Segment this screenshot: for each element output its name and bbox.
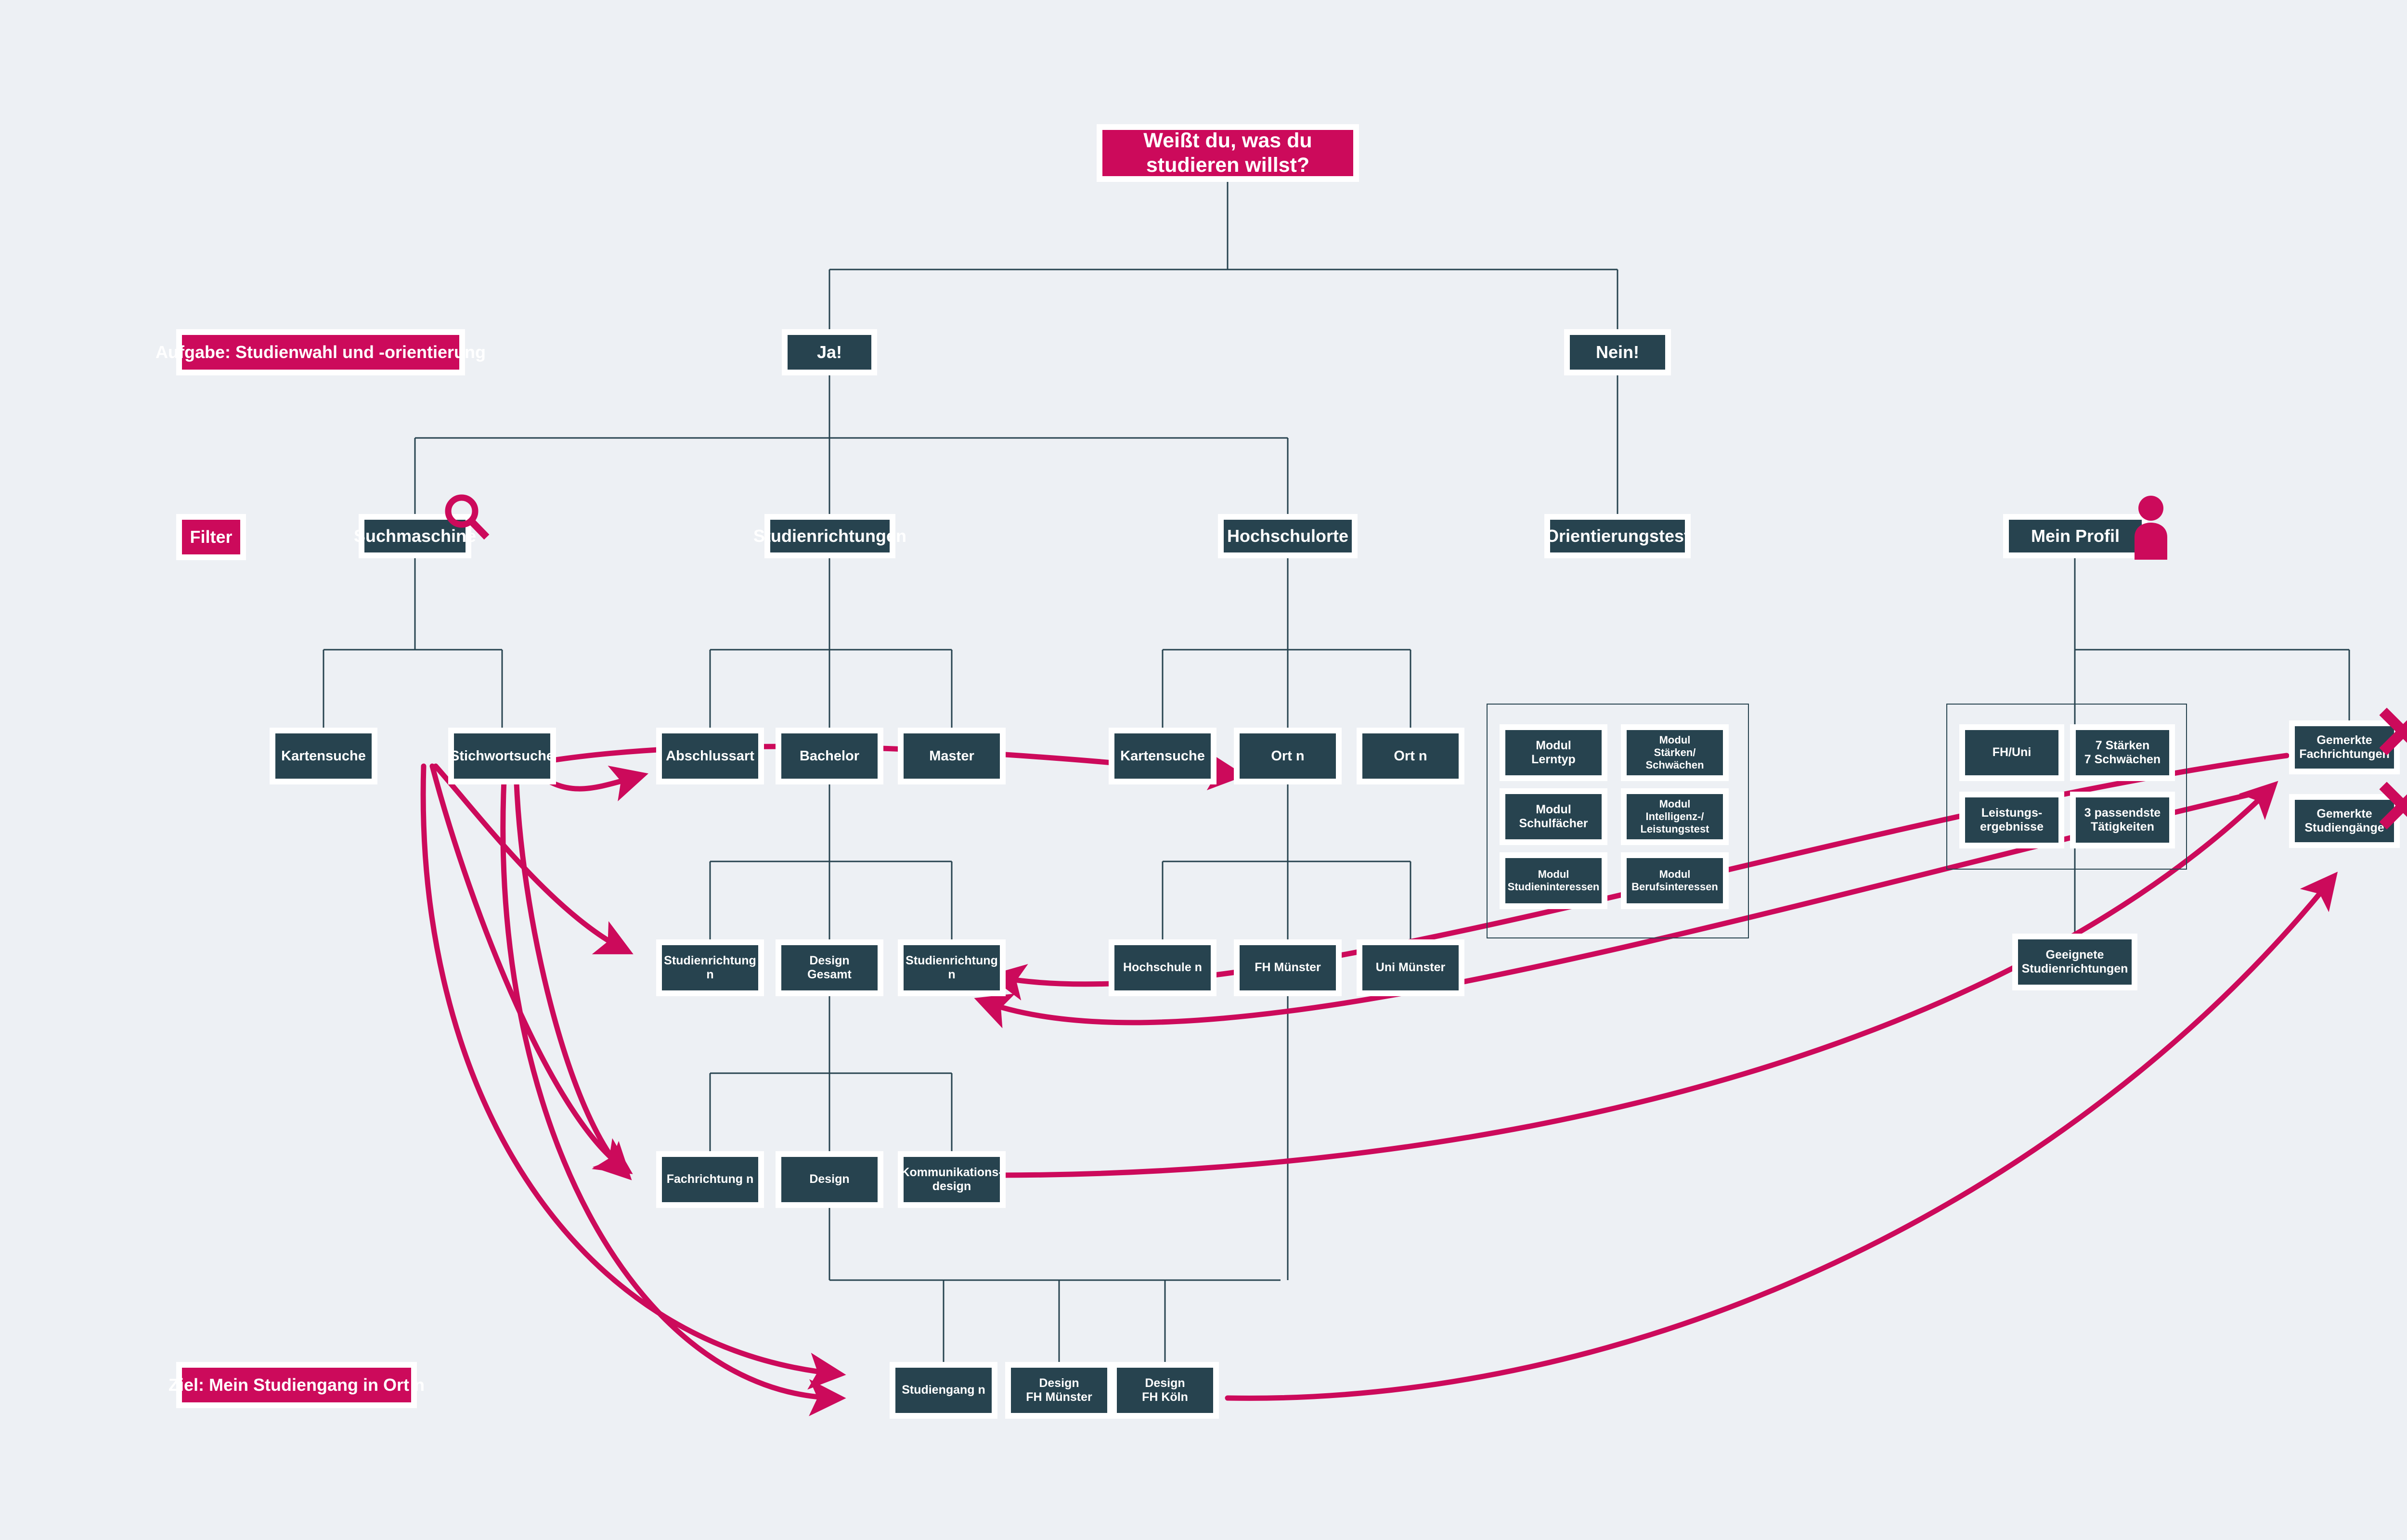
node-uni-muenster[interactable]: Uni Münster <box>1357 939 1464 996</box>
node-leistungsergebnisse[interactable]: Leistungs- ergebnisse <box>1959 792 2064 848</box>
node-ort-n-2-text: Ort n <box>1362 733 1459 779</box>
node-modul-schulfaecher-text: Modul Schulfächer <box>1505 794 1602 839</box>
decision-ja[interactable]: Ja! <box>782 329 877 375</box>
node-fh-muenster[interactable]: FH Münster <box>1234 939 1342 996</box>
row-label-aufgabe: Aufgabe: Studienwahl und -orientierung <box>155 329 486 375</box>
node-geeignete-studienrichtungen-text: Geeignete Studienrichtungen <box>2018 939 2132 985</box>
node-modul-studieninteressen-text: Modul Studieninteressen <box>1505 858 1602 903</box>
node-modul-staerken-schwaechen-text: Modul Stärken/ Schwächen <box>1627 730 1723 775</box>
node-3-passendste-taetigkeiten-text: 3 passendste Tätigkeiten <box>2076 797 2169 843</box>
node-abschlussart-text: Abschlussart <box>662 733 758 779</box>
node-kartensuche-2[interactable]: Kartensuche <box>1109 728 1216 784</box>
node-ort-n-1-text: Ort n <box>1240 733 1336 779</box>
filter-orientierungstest-text: Orientierungstest <box>1545 520 1690 552</box>
node-studienrichtung-n-2-text: Studienrichtung n <box>904 945 1000 990</box>
person-icon <box>2135 496 2167 560</box>
node-modul-berufsinteressen-text: Modul Berufsinteressen <box>1627 858 1723 903</box>
node-modul-intelligenz-leistungstest-text: Modul Intelligenz-/ Leistungstest <box>1627 794 1723 839</box>
row-label-ziel-text: Ziel: Mein Studiengang in Ort n <box>168 1368 425 1402</box>
node-3-passendste-taetigkeiten[interactable]: 3 passendste Tätigkeiten <box>2070 792 2175 848</box>
orientierungstest-module-group <box>1487 704 1749 938</box>
decision-ja-text: Ja! <box>788 335 871 370</box>
node-design[interactable]: Design <box>776 1151 883 1208</box>
row-label-filter-text: Filter <box>182 520 240 554</box>
filter-studienrichtungen-text: Studienrichtungen <box>753 520 906 552</box>
node-ort-n-2[interactable]: Ort n <box>1357 728 1464 784</box>
node-bachelor-text: Bachelor <box>781 733 878 779</box>
node-design-text: Design <box>781 1157 878 1202</box>
node-modul-lerntyp[interactable]: Modul Lerntyp <box>1500 724 1607 781</box>
node-bachelor[interactable]: Bachelor <box>776 728 883 784</box>
x-icon-fachrichtungen[interactable] <box>2379 707 2407 756</box>
root-question-node[interactable]: Weißt du, was du studieren willst? <box>1097 124 1359 182</box>
x-icon-studiengaenge[interactable] <box>2379 782 2407 830</box>
node-7-staerken-7-schwaechen-text: 7 Stärken 7 Schwächen <box>2076 730 2169 775</box>
node-modul-lerntyp-text: Modul Lerntyp <box>1505 730 1602 775</box>
node-leistungsergebnisse-text: Leistungs- ergebnisse <box>1965 797 2058 843</box>
node-studienrichtung-n-2[interactable]: Studienrichtung n <box>898 939 1006 996</box>
node-fachrichtung-n[interactable]: Fachrichtung n <box>656 1151 764 1208</box>
node-kartensuche-2-text: Kartensuche <box>1114 733 1211 779</box>
filter-mein-profil[interactable]: Mein Profil <box>2003 514 2148 558</box>
node-studiengang-n[interactable]: Studiengang n <box>890 1362 997 1419</box>
node-fh-uni-text: FH/Uni <box>1965 730 2058 775</box>
node-abschlussart[interactable]: Abschlussart <box>656 728 764 784</box>
node-kommunikationsdesign[interactable]: Kommunikations- design <box>898 1151 1006 1208</box>
decision-nein[interactable]: Nein! <box>1564 329 1671 375</box>
node-kartensuche-1-text: Kartensuche <box>275 733 372 779</box>
node-geeignete-studienrichtungen[interactable]: Geeignete Studienrichtungen <box>2012 934 2137 990</box>
node-fh-uni[interactable]: FH/Uni <box>1959 724 2064 781</box>
node-modul-schulfaecher[interactable]: Modul Schulfächer <box>1500 788 1607 845</box>
node-modul-intelligenz-leistungstest[interactable]: Modul Intelligenz-/ Leistungstest <box>1621 788 1729 845</box>
node-stichwortsuche-text: Stichwortsuche <box>450 733 554 779</box>
filter-hochschulorte-text: Hochschulorte <box>1224 520 1352 552</box>
node-kommunikationsdesign-text: Kommunikations- design <box>901 1157 1003 1202</box>
node-modul-studieninteressen[interactable]: Modul Studieninteressen <box>1500 852 1607 909</box>
node-ort-n-1[interactable]: Ort n <box>1234 728 1342 784</box>
mein-profil-group <box>1946 704 2187 870</box>
node-modul-berufsinteressen[interactable]: Modul Berufsinteressen <box>1621 852 1729 909</box>
node-modul-staerken-schwaechen[interactable]: Modul Stärken/ Schwächen <box>1621 724 1729 781</box>
row-label-aufgabe-text: Aufgabe: Studienwahl und -orientierung <box>155 335 486 370</box>
node-design-fh-koeln-text: Design FH Köln <box>1117 1368 1213 1413</box>
filter-studienrichtungen[interactable]: Studienrichtungen <box>753 514 906 558</box>
node-gemerkte-fachrichtungen-text: Gemerkte Fachrichtungen <box>2295 726 2394 769</box>
node-gemerkte-fachrichtungen[interactable]: Gemerkte Fachrichtungen <box>2289 720 2400 774</box>
row-label-ziel: Ziel: Mein Studiengang in Ort n <box>168 1362 425 1408</box>
filter-hochschulorte[interactable]: Hochschulorte <box>1218 514 1358 558</box>
node-fachrichtung-n-text: Fachrichtung n <box>662 1157 758 1202</box>
node-master-text: Master <box>904 733 1000 779</box>
root-question-text: Weißt du, was du studieren willst? <box>1102 129 1353 177</box>
node-studienrichtung-n-1-text: Studienrichtung n <box>662 945 758 990</box>
filter-mein-profil-text: Mein Profil <box>2009 520 2142 552</box>
node-design-fh-muenster[interactable]: Design FH Münster <box>1005 1362 1113 1419</box>
node-studienrichtung-n-1[interactable]: Studienrichtung n <box>656 939 764 996</box>
decision-nein-text: Nein! <box>1570 335 1665 370</box>
node-design-fh-koeln[interactable]: Design FH Köln <box>1111 1362 1219 1419</box>
node-design-gesamt[interactable]: Design Gesamt <box>776 939 883 996</box>
node-design-gesamt-text: Design Gesamt <box>781 945 878 990</box>
node-fh-muenster-text: FH Münster <box>1240 945 1336 990</box>
node-hochschule-n-text: Hochschule n <box>1114 945 1211 990</box>
node-uni-muenster-text: Uni Münster <box>1362 945 1459 990</box>
magnifier-icon <box>445 494 490 540</box>
node-design-fh-muenster-text: Design FH Münster <box>1011 1368 1107 1413</box>
row-label-filter: Filter <box>176 514 246 560</box>
node-hochschule-n[interactable]: Hochschule n <box>1109 939 1216 996</box>
node-kartensuche-1[interactable]: Kartensuche <box>270 728 377 784</box>
filter-suchmaschine-text: Suchmaschine <box>354 520 476 552</box>
node-7-staerken-7-schwaechen[interactable]: 7 Stärken 7 Schwächen <box>2070 724 2175 781</box>
node-master[interactable]: Master <box>898 728 1006 784</box>
filter-orientierungstest[interactable]: Orientierungstest <box>1544 514 1691 558</box>
node-studiengang-n-text: Studiengang n <box>895 1368 992 1413</box>
node-stichwortsuche[interactable]: Stichwortsuche <box>448 728 556 784</box>
node-gemerkte-studiengaenge-text: Gemerkte Studiengänge <box>2295 800 2394 842</box>
